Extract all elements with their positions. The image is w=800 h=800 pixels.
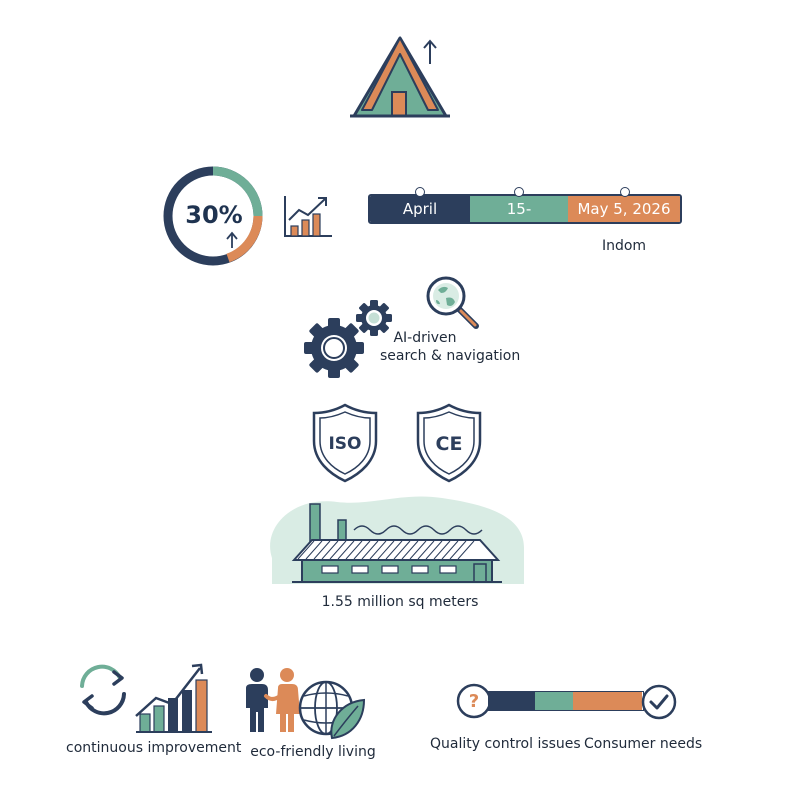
svg-text:?: ? <box>469 691 479 712</box>
ai-label-line2: search & navigation <box>380 348 521 364</box>
iso-label: ISO <box>328 434 361 454</box>
question-icon: ? <box>456 683 492 719</box>
globe-leaf-icon <box>298 678 366 742</box>
growth-chart-icon <box>282 194 334 240</box>
bar-segment-teal <box>535 692 573 710</box>
growth-percent-label: 30% <box>185 201 243 229</box>
timeline-segment-may: May 5, 2026 <box>568 196 680 222</box>
consumer-label: Consumer needs <box>584 736 703 752</box>
timeline-bar: April 15- May 5, 2026 <box>368 194 682 224</box>
quality-label: Quality control issues <box>430 736 581 752</box>
growth-donut-chart <box>160 164 266 268</box>
timeline-marker <box>620 187 630 197</box>
check-icon <box>640 683 678 721</box>
eco-label: eco-friendly living <box>250 744 376 760</box>
ce-label: CE <box>436 433 463 455</box>
gears-icon <box>300 295 400 385</box>
people-icon <box>240 666 306 736</box>
facility-area-label: 1.55 million sq meters <box>321 594 479 610</box>
timeline-segment-april: April <box>370 196 470 222</box>
factory-icon <box>262 488 532 588</box>
cycle-arrows-icon <box>72 660 134 720</box>
quality-consumer-bar <box>488 691 644 711</box>
improvement-label: continuous improvement <box>66 740 242 756</box>
timeline-marker <box>415 187 425 197</box>
timeline-segment-15: 15- <box>470 196 568 222</box>
iso-shield-icon: ISO <box>312 403 378 483</box>
ce-shield-icon: CE <box>416 403 482 483</box>
ai-label-line1: AI-driven <box>393 330 457 346</box>
house-arrow-up-icon <box>340 30 460 120</box>
globe-magnifier-icon <box>424 274 482 332</box>
timeline-marker <box>514 187 524 197</box>
bar-segment-orange <box>573 692 642 710</box>
timeline-note: Indom <box>601 238 647 254</box>
bar-chart-arrow-icon <box>134 660 214 736</box>
bar-segment-navy <box>489 692 535 710</box>
